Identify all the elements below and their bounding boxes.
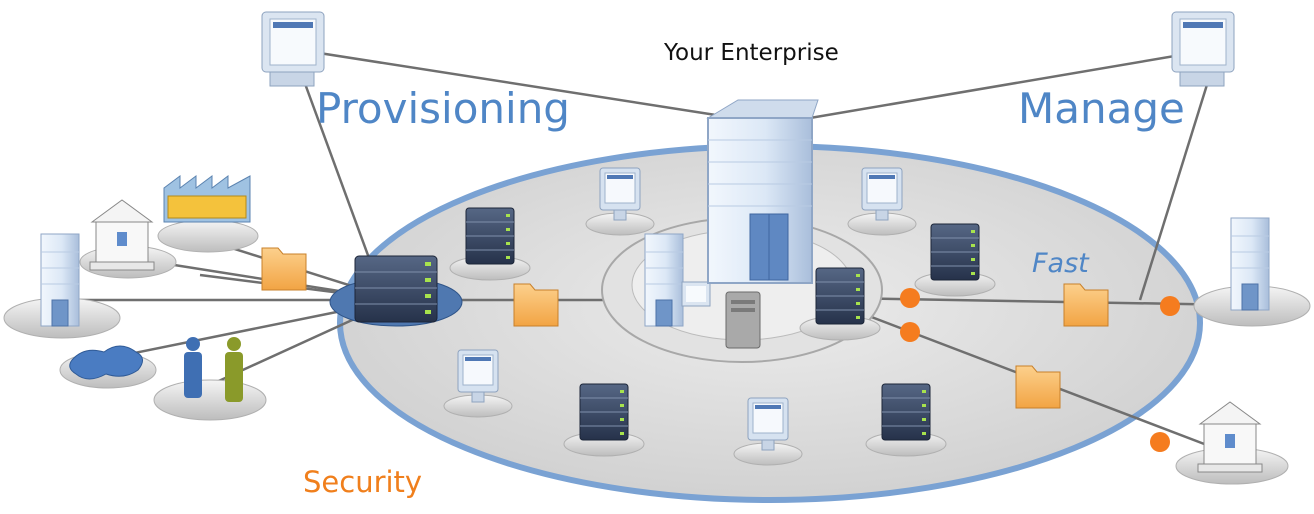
bank-icon <box>1175 401 1289 485</box>
monitor-icon <box>681 281 711 307</box>
factory-icon <box>157 175 259 253</box>
connector-dot <box>1150 432 1170 452</box>
manage-label: Manage <box>1018 84 1185 133</box>
folder-icon <box>1063 283 1109 327</box>
network-hub-icon <box>329 255 463 327</box>
connector-dot <box>1160 296 1180 316</box>
folder-icon <box>1015 365 1061 409</box>
provisioning-label: Provisioning <box>316 84 570 133</box>
folder-icon <box>261 247 307 291</box>
connector-dot <box>900 322 920 342</box>
connector-dot <box>900 288 920 308</box>
monitor-icon <box>1171 11 1235 87</box>
network-hub-icon <box>59 345 157 389</box>
office-tower-icon <box>706 99 819 284</box>
folder-icon <box>513 283 559 327</box>
fast-label: Fast <box>1032 248 1089 279</box>
bank-icon <box>79 199 177 279</box>
monitor-icon <box>261 11 325 87</box>
enterprise-label: Your Enterprise <box>664 40 839 66</box>
computer-tower-icon <box>725 291 761 349</box>
people-icon <box>153 337 267 421</box>
office-tower-icon <box>3 233 121 339</box>
security-label: Security <box>303 465 423 499</box>
office-tower-icon <box>644 233 684 327</box>
office-tower-icon <box>1193 217 1311 327</box>
